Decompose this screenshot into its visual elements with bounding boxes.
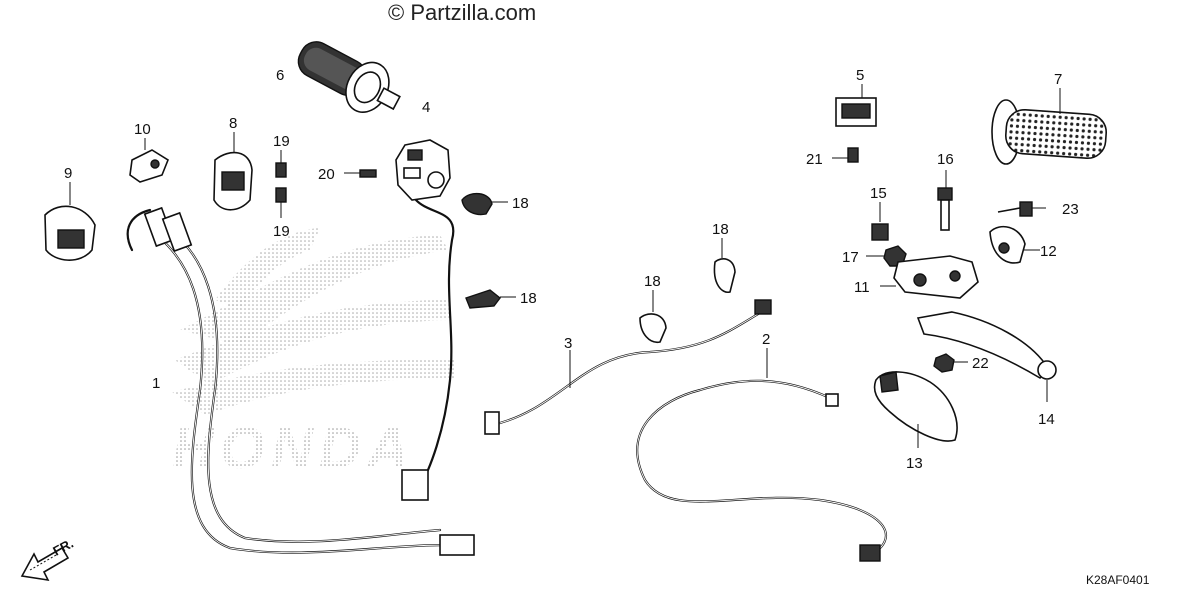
callout-19-b: 19	[273, 223, 290, 240]
cable-3	[484, 299, 772, 435]
callout-4: 4	[422, 99, 430, 116]
callout-9: 9	[64, 165, 72, 182]
screw-19-upper	[275, 150, 287, 178]
callout-14: 14	[1038, 411, 1055, 428]
housing-9	[44, 182, 96, 261]
callout-17: 17	[842, 249, 859, 266]
grip-7	[991, 88, 1108, 165]
front-direction-arrow-icon	[20, 546, 70, 582]
screw-20	[344, 169, 377, 178]
callout-3: 3	[564, 335, 572, 352]
screw-15	[871, 202, 889, 241]
watermark-text: © Partzilla.com	[388, 0, 536, 25]
callout-12: 12	[1040, 243, 1057, 260]
callout-6: 6	[276, 67, 284, 84]
throttle-cables	[126, 206, 475, 556]
callout-labels: 1 2 3 4 5 6 7 8 9 10 11 12 13 14 15 16 1…	[64, 67, 1079, 472]
callout-22: 22	[972, 355, 989, 372]
clamp-12	[989, 225, 1040, 264]
clamp-8	[213, 132, 253, 211]
lever-cover-13	[873, 371, 958, 448]
bracket-11	[880, 255, 979, 299]
callout-20: 20	[318, 166, 335, 183]
lever-14	[916, 311, 1057, 402]
callout-21: 21	[806, 151, 823, 168]
screw-21	[832, 147, 859, 163]
callout-18-d: 18	[712, 221, 729, 238]
throttle-grip	[297, 41, 401, 113]
clip-18-d	[713, 238, 736, 293]
callout-2: 2	[762, 331, 770, 348]
bracket-10	[129, 138, 169, 183]
callout-18-c: 18	[644, 273, 661, 290]
callout-18-a: 18	[512, 195, 529, 212]
callout-19-a: 19	[273, 133, 290, 150]
callout-18-b: 18	[520, 290, 537, 307]
bolt-23	[997, 201, 1046, 217]
callout-7: 7	[1054, 71, 1062, 88]
screw-19-lower	[275, 187, 287, 218]
callout-8: 8	[229, 115, 237, 132]
relay-5	[835, 84, 877, 127]
callout-1: 1	[152, 375, 160, 392]
clip-18-c	[639, 290, 667, 343]
callout-15: 15	[870, 185, 887, 202]
diagram-code: K28AF0401	[1086, 573, 1150, 587]
callout-16: 16	[937, 151, 954, 168]
callout-10: 10	[134, 121, 151, 138]
clip-18-a	[461, 193, 508, 216]
nut-22	[933, 353, 968, 373]
callout-5: 5	[856, 67, 864, 84]
brand-wing-logo-icon	[172, 228, 456, 415]
switch-housing	[395, 139, 451, 201]
bolt-16	[937, 170, 953, 231]
connector	[401, 469, 429, 501]
callout-23: 23	[1062, 201, 1079, 218]
cable-2	[636, 348, 888, 562]
clip-18-b	[465, 289, 516, 309]
callout-11: 11	[854, 279, 870, 296]
callout-13: 13	[906, 455, 923, 472]
